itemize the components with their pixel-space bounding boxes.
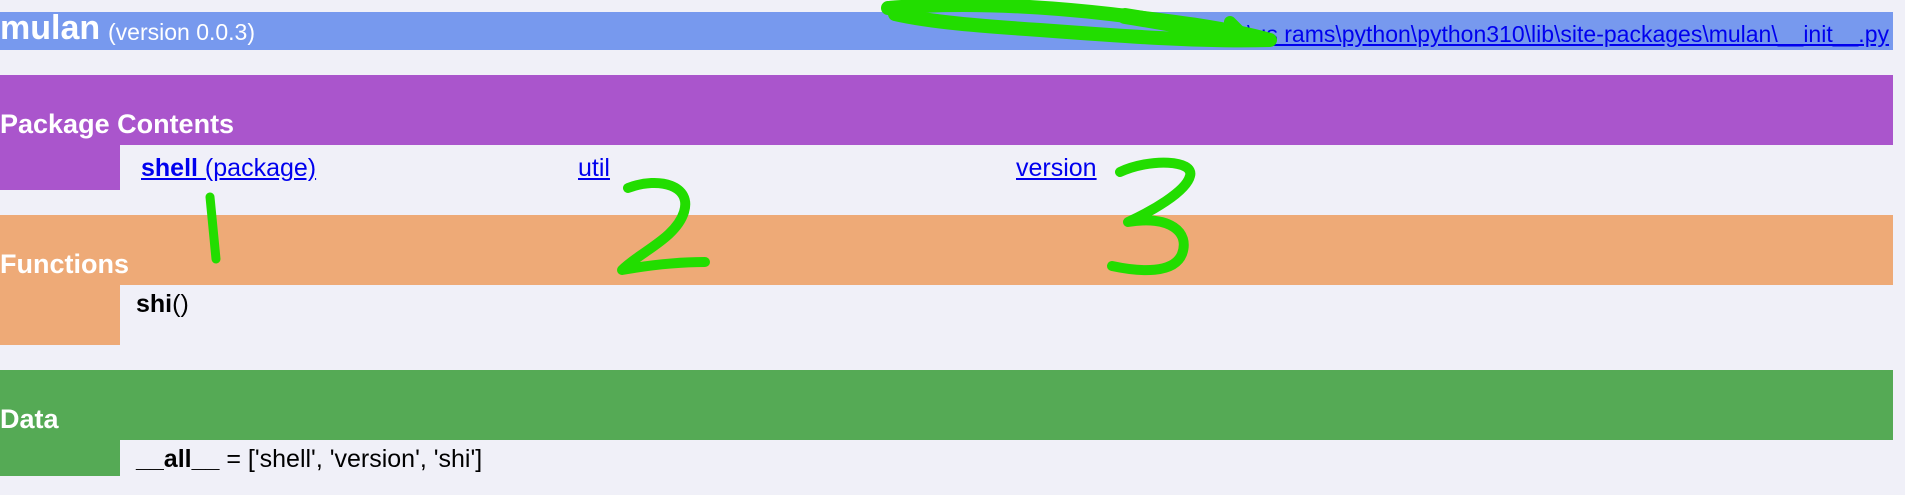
data-left-bar	[0, 440, 120, 476]
data-entry-all: __all__ = ['shell', 'version', 'shi']	[136, 444, 482, 474]
package-contents-band	[0, 75, 1893, 145]
function-name: shi	[136, 290, 173, 318]
module-title: mulan	[0, 9, 101, 47]
package-contents-heading: Package Contents	[0, 109, 235, 139]
functions-left-bar	[0, 285, 120, 345]
module-file-link[interactable]: c:\us rams\python\python310\lib\site-pac…	[1229, 21, 1889, 47]
package-link-shell-name: shell	[141, 154, 198, 182]
package-contents-left-bar	[0, 145, 120, 190]
functions-heading: Functions	[0, 249, 129, 279]
package-link-version[interactable]: version	[1016, 154, 1097, 182]
functions-band	[0, 215, 1893, 285]
package-link-shell[interactable]: shell (package)	[141, 153, 316, 183]
module-version: (version 0.0.3)	[108, 19, 256, 45]
data-value: = ['shell', 'version', 'shi']	[219, 445, 483, 473]
function-entry-shi: shi()	[136, 289, 189, 319]
package-link-util[interactable]: util	[578, 154, 610, 182]
data-band	[0, 370, 1893, 440]
data-heading: Data	[0, 404, 59, 434]
package-link-shell-suffix: (package)	[197, 154, 317, 182]
function-signature: ()	[172, 290, 189, 318]
data-name: __all__	[136, 445, 220, 473]
